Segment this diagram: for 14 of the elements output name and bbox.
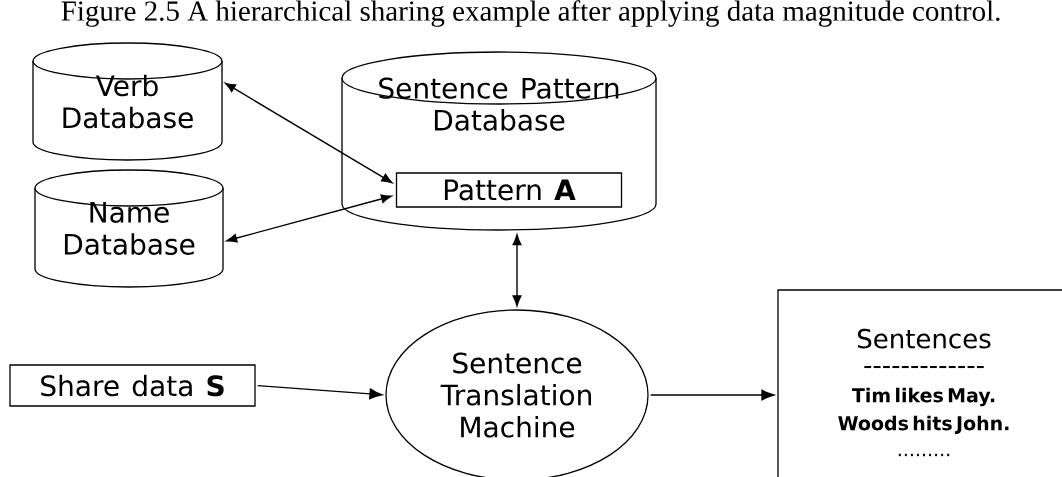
node-label: Database: [63, 106, 193, 129]
node-label: Name Database: [64, 202, 195, 255]
database-cylinder: Name Database: [34, 169, 224, 288]
node-label: Database: [434, 109, 565, 131]
output-box: Sentences ------------- Tim likes May. Woods hits John. .........: [777, 289, 1062, 477]
arrow: [226, 194, 392, 243]
arrow: [649, 389, 775, 401]
arrow: [512, 234, 522, 307]
pattern-box: Pattern A: [395, 172, 623, 208]
arrow: [224, 82, 393, 184]
database-cylinder: Verb Database: [32, 42, 223, 161]
arrow: [256, 384, 383, 400]
figure-title: Figure 2.5 A hierarchical sharing example after applying data magnitude control.: [61, 0, 1000, 27]
input-box: Share data S: [9, 364, 256, 407]
